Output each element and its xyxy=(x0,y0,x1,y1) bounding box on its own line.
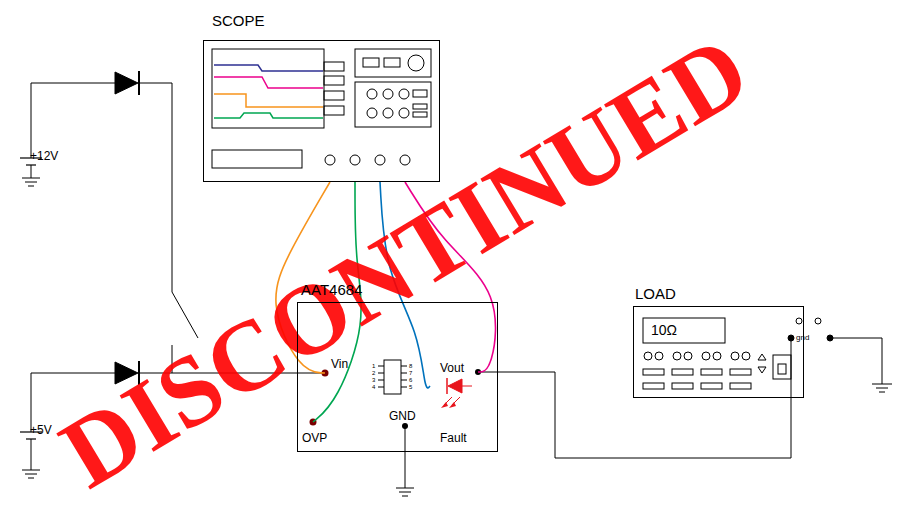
pin-number: 6 xyxy=(409,377,412,383)
box-heading: LOAD xyxy=(635,286,676,301)
display-readout: 10Ω xyxy=(651,323,677,337)
pin-number: 5 xyxy=(409,384,412,390)
scope-panel xyxy=(212,49,431,168)
output-wire xyxy=(498,372,791,458)
pin-number: 1 xyxy=(372,363,375,369)
diode-12v xyxy=(115,71,172,292)
terminal-label: gnd xyxy=(796,334,809,342)
pin-name: Vin xyxy=(331,358,348,370)
voltage-label: +12V xyxy=(30,150,58,162)
pin-name: Vout xyxy=(440,362,464,374)
pin-name: GND xyxy=(389,410,416,422)
oscilloscope: SCOPE xyxy=(203,40,440,182)
voltage-label: +5V xyxy=(30,424,52,436)
pin-name: Fault xyxy=(440,432,467,444)
box-heading: AAT4684 xyxy=(301,282,362,297)
pin-number: 4 xyxy=(372,384,375,390)
pin-number: 2 xyxy=(372,370,375,376)
pin-number: 8 xyxy=(409,363,412,369)
load-ground xyxy=(830,338,892,392)
battery-12v xyxy=(20,83,115,186)
pin-number: 7 xyxy=(409,370,412,376)
evaluation-board: AAT4684 xyxy=(297,302,498,452)
electronic-load: LOAD10Ω xyxy=(633,306,804,398)
load-panel xyxy=(643,318,833,398)
ic-chip xyxy=(378,360,407,394)
board-ground xyxy=(396,423,414,496)
fault-led xyxy=(441,378,472,408)
pin-name: OVP xyxy=(302,432,327,444)
pin-number: 3 xyxy=(372,377,375,383)
box-heading: SCOPE xyxy=(212,13,265,28)
